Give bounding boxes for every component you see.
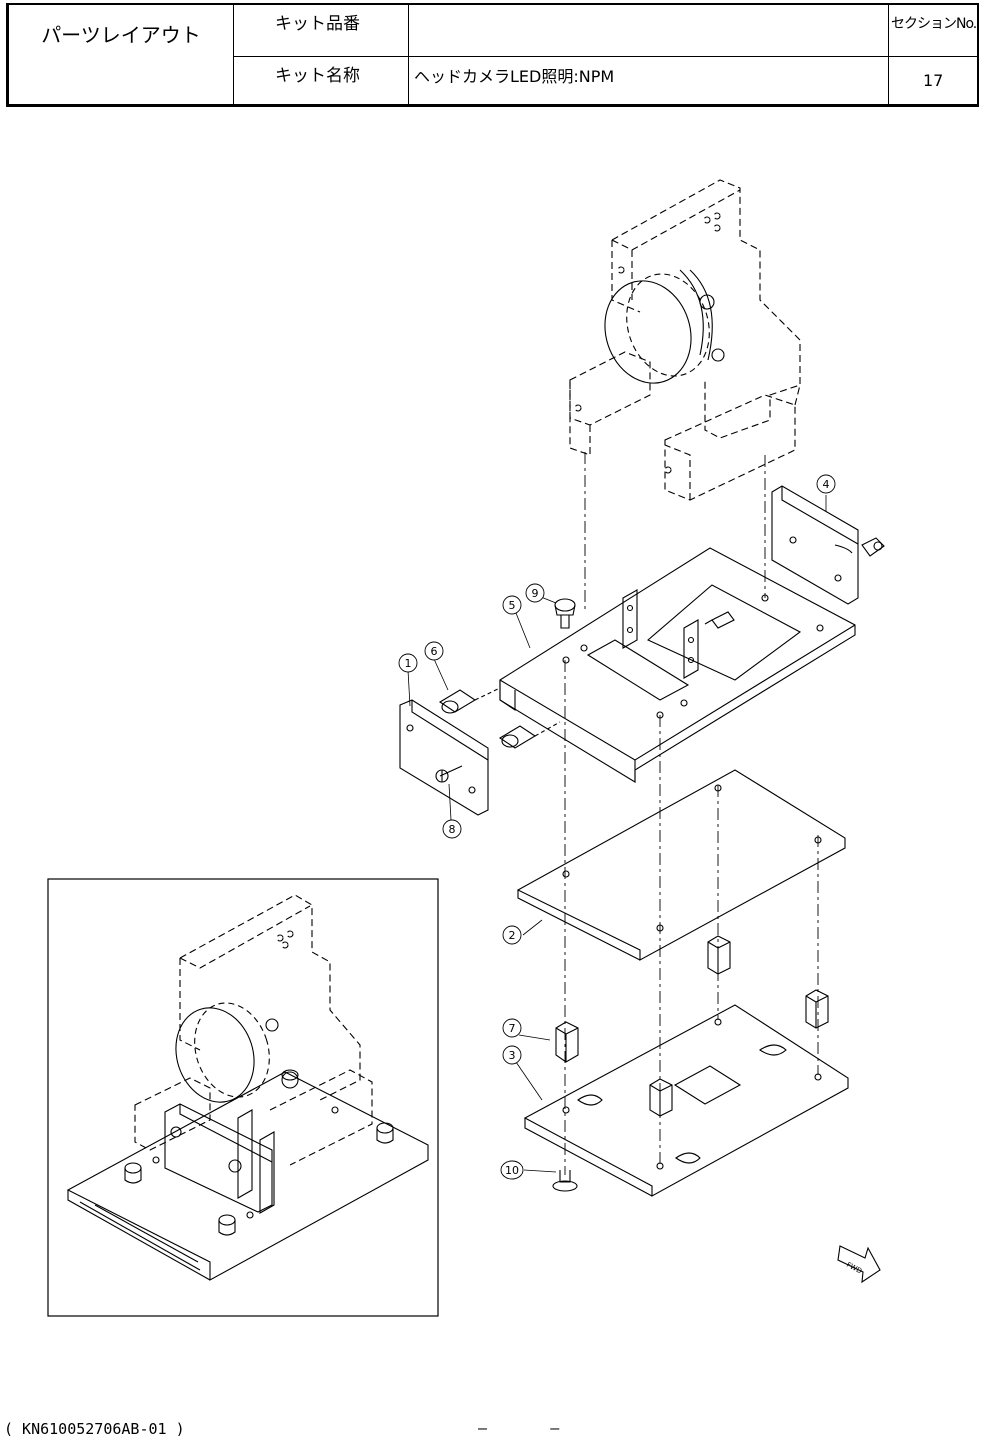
- header-divider: [408, 5, 409, 104]
- callout-label: 8: [449, 823, 456, 836]
- callout-6: 6: [425, 642, 443, 660]
- callout-5: 5: [503, 596, 521, 614]
- kit-name-label: キット名称: [275, 61, 360, 86]
- header-divider: [233, 56, 977, 57]
- header-table: パーツレイアウト キット品番 キット名称 ヘッドカメラLED照明:NPM セクシ…: [6, 3, 979, 107]
- header-divider: [233, 5, 234, 104]
- callout-10: 10: [501, 1161, 523, 1179]
- fwd-label: FWD: [845, 1261, 863, 1276]
- assembled-inset-drawing: [68, 895, 428, 1280]
- exploded-parts-diagram: 1 2 3 4 5 6 7 8 9 10 FWD: [0, 110, 983, 1400]
- kit-name-value: ヘッドカメラLED照明:NPM: [414, 63, 614, 87]
- callout-1: 1: [399, 654, 417, 672]
- callout-label: 5: [509, 599, 516, 612]
- part-2-plate: [518, 770, 845, 960]
- callout-group: 1 2 3 4 5 6 7 8 9 10: [399, 475, 835, 1179]
- section-value: 17: [923, 71, 943, 90]
- kit-number-label: キット品番: [275, 9, 360, 34]
- callout-2: 2: [503, 926, 521, 944]
- page-title: パーツレイアウト: [9, 5, 233, 106]
- callout-8: 8: [443, 820, 461, 838]
- callout-label: 1: [405, 657, 412, 670]
- part-1-front-plate: [400, 700, 488, 815]
- fwd-direction-arrow: [838, 1246, 880, 1282]
- page-number-dashes: – –: [478, 1419, 559, 1437]
- alignment-lines: [565, 452, 818, 1175]
- part-9-screw: [555, 599, 575, 628]
- callout-label: 9: [532, 587, 539, 600]
- callout-4: 4: [817, 475, 835, 493]
- callout-label: 6: [431, 645, 438, 658]
- document-code: ( KN610052706AB-01 ): [4, 1420, 185, 1438]
- section-label: セクションNo.: [891, 13, 976, 33]
- callout-7: 7: [503, 1019, 521, 1037]
- callout-label: 7: [509, 1022, 516, 1035]
- header-divider: [888, 5, 889, 104]
- part-5-bracket: [500, 548, 855, 782]
- camera-lens: [592, 263, 724, 394]
- part-4-side-plate: [772, 486, 884, 604]
- callout-label: 3: [509, 1049, 516, 1062]
- camera-unit: [570, 180, 800, 500]
- callout-9: 9: [526, 584, 544, 602]
- callout-label: 4: [823, 478, 830, 491]
- part-3-base-plate: [525, 1005, 848, 1196]
- callout-label: 10: [505, 1164, 519, 1177]
- part-7-standoffs: [556, 936, 828, 1116]
- leader-lines: [408, 495, 826, 1172]
- callout-3: 3: [503, 1046, 521, 1064]
- callout-label: 2: [509, 929, 516, 942]
- assembled-inset-frame: [48, 879, 438, 1316]
